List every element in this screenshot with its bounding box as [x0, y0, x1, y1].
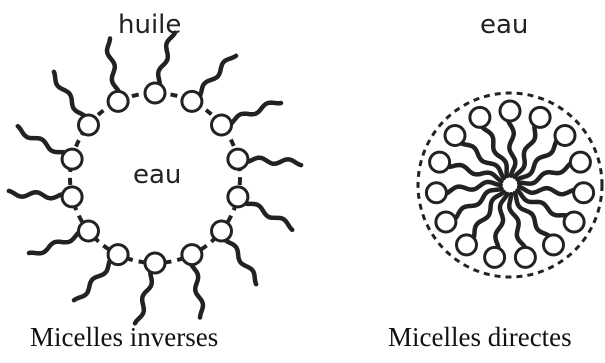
polar-head [544, 235, 564, 255]
polar-head [515, 247, 535, 267]
polar-head [457, 235, 477, 255]
polar-head [485, 247, 505, 267]
surfactant-molecule [509, 194, 535, 267]
surfactant-molecule [18, 126, 82, 169]
polar-head [145, 83, 165, 103]
reverse-micelle-caption: Micelles inverses [30, 322, 218, 353]
surfactant-molecule [9, 187, 82, 207]
polar-head [108, 91, 128, 111]
polar-head [564, 212, 584, 232]
surfactant-molecule [145, 33, 175, 103]
polar-head [79, 115, 99, 135]
polar-head [182, 245, 202, 265]
surfactant-molecule [29, 221, 99, 253]
surfactant-molecule [500, 101, 520, 176]
polar-head [212, 115, 232, 135]
surfactant-molecule [182, 245, 203, 318]
polar-head [574, 183, 594, 203]
polar-head [108, 245, 128, 265]
surfactant-molecule [519, 152, 590, 184]
surfactant-molecule [74, 245, 128, 301]
polar-head [426, 183, 446, 203]
polar-head [436, 212, 456, 232]
surfactant-molecule [182, 56, 236, 112]
oil-label: huile [118, 10, 181, 40]
direct-micelle-surfactants [426, 101, 593, 267]
polar-head [62, 187, 82, 207]
polar-head [530, 107, 550, 127]
surfactant-molecule [485, 194, 508, 268]
surfactant-molecule [212, 221, 257, 284]
water-core-label: eau [133, 160, 181, 190]
surfactant-molecule [228, 187, 292, 230]
polar-head [145, 253, 165, 273]
polar-head [445, 126, 465, 146]
surfactant-molecule [228, 149, 301, 169]
polar-head [555, 126, 575, 146]
direct-micelle [418, 93, 602, 277]
water-label: eau [480, 10, 528, 40]
polar-head [62, 149, 82, 169]
surfactant-molecule [54, 72, 99, 135]
polar-head [500, 101, 520, 121]
direct-micelle-caption: Micelles directes [388, 322, 572, 353]
surfactant-molecule [430, 152, 502, 181]
polar-head [182, 91, 202, 111]
polar-head [430, 152, 450, 172]
polar-head [470, 107, 490, 127]
surfactant-molecule [107, 39, 128, 112]
polar-head [228, 187, 248, 207]
polar-head [570, 152, 590, 172]
polar-head [212, 221, 232, 241]
polar-head [79, 221, 99, 241]
surfactant-molecule [212, 103, 282, 135]
polar-head [228, 149, 248, 169]
